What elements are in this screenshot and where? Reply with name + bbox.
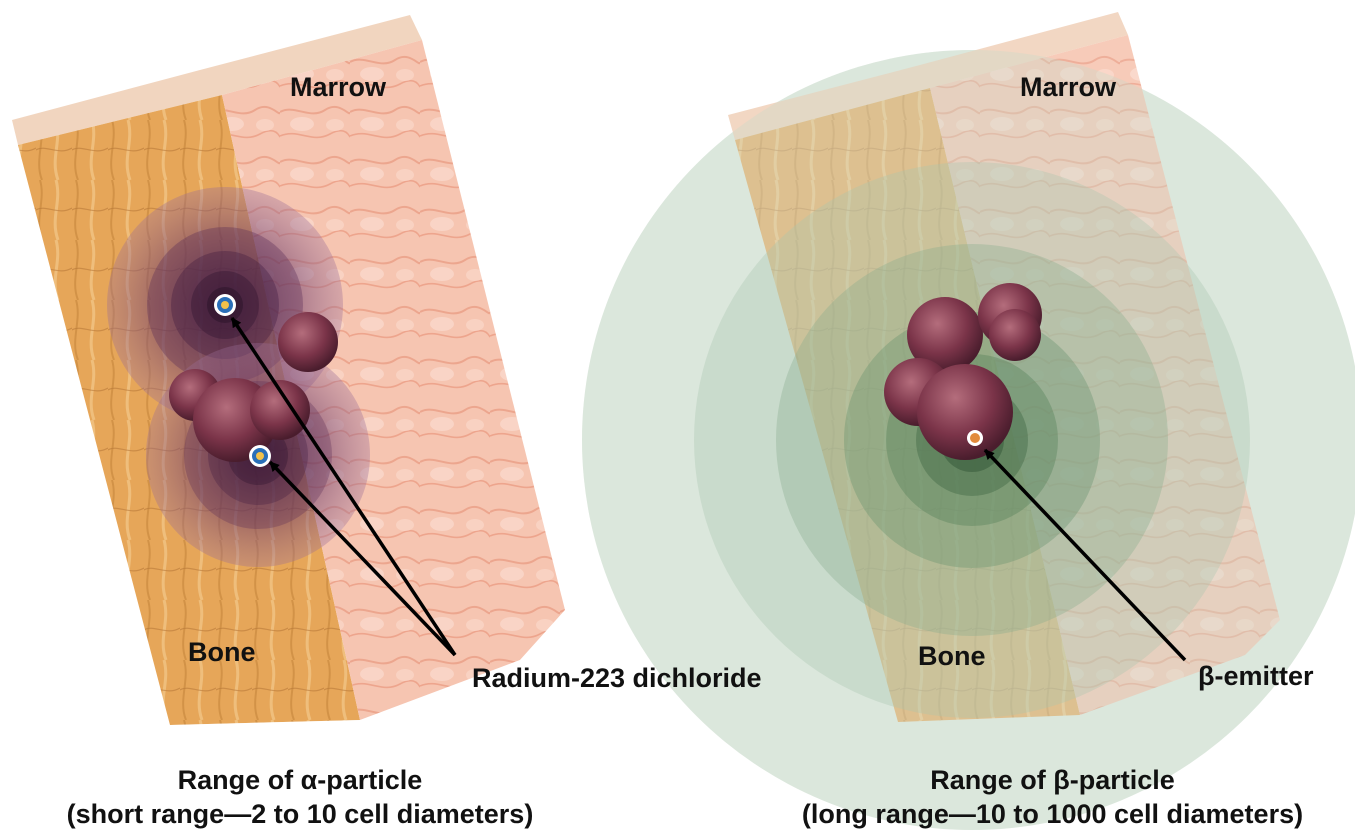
alpha-caption-line1: Range of α-particle — [20, 763, 580, 797]
beta-caption-line2: (long range—10 to 1000 cell diameters) — [760, 797, 1345, 831]
beta-caption: Range of β-particle (long range—10 to 10… — [760, 763, 1345, 831]
radium-emitter-lower — [249, 445, 271, 467]
alpha-caption: Range of α-particle (short range—2 to 10… — [20, 763, 580, 831]
beta-marrow-label: Marrow — [1020, 72, 1116, 103]
radium-label: Radium-223 dichloride — [472, 663, 762, 694]
radium-emitter-upper — [214, 294, 236, 316]
beta-bone-label: Bone — [918, 641, 986, 672]
alpha-panel — [12, 15, 565, 760]
alpha-marrow-label: Marrow — [290, 72, 386, 103]
beta-panel — [582, 12, 1355, 830]
beta-emitter-dot — [967, 430, 983, 446]
beta-emitter-label: β-emitter — [1198, 661, 1314, 692]
alpha-bone-label: Bone — [188, 637, 256, 668]
beta-caption-line1: Range of β-particle — [760, 763, 1345, 797]
alpha-caption-line2: (short range—2 to 10 cell diameters) — [20, 797, 580, 831]
